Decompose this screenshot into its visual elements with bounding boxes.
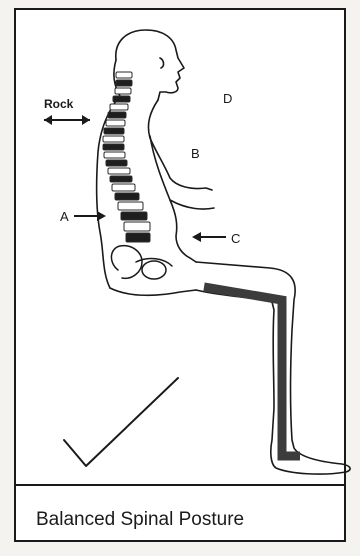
body-outline xyxy=(97,96,350,474)
leg-bar xyxy=(204,287,300,456)
spine xyxy=(103,72,150,242)
arrow-a-icon xyxy=(74,211,106,221)
label-d: D xyxy=(223,91,232,106)
label-a: A xyxy=(60,209,69,224)
label-c: C xyxy=(231,231,240,246)
label-b: B xyxy=(191,146,200,161)
rock-label: Rock xyxy=(44,97,74,111)
rock-arrow-icon xyxy=(44,115,90,125)
checkmark-icon xyxy=(64,378,178,466)
arrow-c-icon xyxy=(192,232,226,242)
pelvis-outline xyxy=(111,246,172,279)
